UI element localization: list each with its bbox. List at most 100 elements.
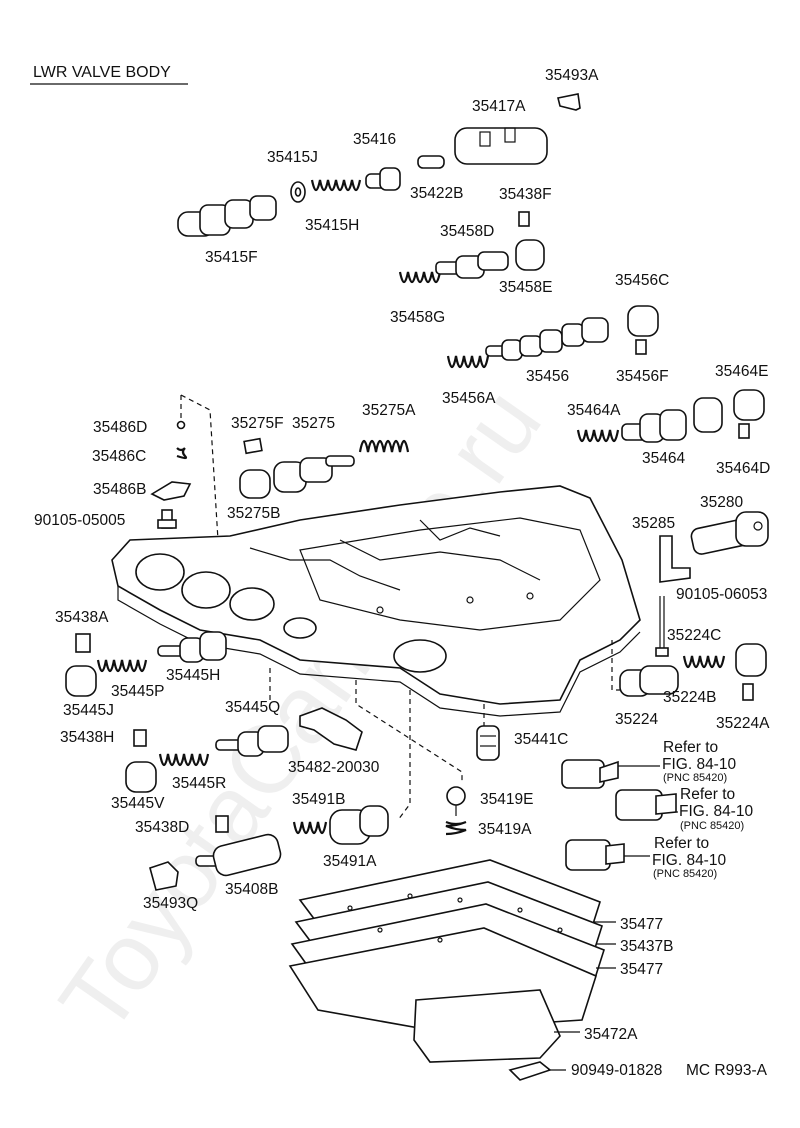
part-label: 35415H [305,217,359,234]
part-label: 35285 [632,515,675,532]
solenoid-ref-3-drawing [565,839,625,871]
reference-refer: Refer to [663,739,718,756]
part-label: 35456 [526,368,569,385]
valve-35458d-drawing [435,251,509,279]
sleeve-35417a-drawing [454,127,548,165]
plate-35482-20030-drawing [299,707,363,751]
filter-35441c-drawing [476,725,500,761]
reference-note-1: Refer to FIG. 84-10 (PNC 85420) [618,739,736,784]
part-label: 35464D [716,460,770,477]
washer-35415j-drawing [290,181,306,203]
reference-fig: FIG. 84-10 [662,756,736,773]
part-label: 35464 [642,450,685,467]
reference-refer: Refer to [680,786,735,803]
valve-35415f-drawing [177,195,277,237]
diagram-title: LWR VALVE BODY [33,64,171,81]
part-label: 35419E [480,791,533,808]
part-label: 35491B [292,791,345,808]
plug-35464e-drawing [733,389,765,421]
part-label: 35408B [225,881,278,898]
part-label: 35445V [111,795,165,812]
part-label: 35464A [567,402,621,419]
part-label: 35472A [584,1026,638,1043]
part-label: 35275B [227,505,280,522]
part-label: 35438A [55,609,109,626]
leader-35486-to-body [180,394,219,541]
part-label: 35280 [700,494,743,511]
part-label: 35441C [514,731,568,748]
part-label: 35419A [478,821,532,838]
spring-35486c-drawing [176,447,188,460]
spring-35224c-drawing [682,655,726,669]
spring-35415h-drawing [310,179,362,192]
spring-35445r-drawing [158,753,210,767]
key-35438a-drawing [75,633,91,653]
spring-35445p-drawing [96,659,148,673]
pin-35422b-drawing [417,155,445,169]
valve-35445h-drawing [157,631,227,663]
part-label: 35417A [472,98,526,115]
part-label: 90949-01828 [571,1062,662,1079]
key-35464d-drawing [738,423,750,439]
part-label: 35493A [545,67,599,84]
plug-35445v-drawing [125,761,157,793]
part-label: 90105-06053 [676,586,767,603]
plug-35416-drawing [365,167,401,191]
part-label: 35438H [60,729,114,746]
part-label: 35224A [716,715,770,732]
valve-35456-drawing [485,317,609,361]
reference-note-3: Refer to FIG. 84-10 (PNC 85420) [624,835,726,880]
part-label: 35437B [620,938,673,955]
sleeve-35408b-drawing [195,833,282,877]
leader-35224-group [611,640,620,691]
bolt-90105-06053-drawing [655,596,669,657]
part-label: 35458G [390,309,445,326]
plug-35224b-drawing [735,643,767,677]
upper-valve-body-drawing [111,485,641,717]
gasket-90949-01828-drawing [508,1061,552,1081]
reference-pnc: (PNC 85420) [663,772,727,784]
clip-35493a-drawing [557,93,581,111]
plug-35275b-drawing [239,469,271,499]
reference-fig: FIG. 84-10 [652,852,726,869]
part-label: 35486B [93,481,146,498]
part-label: 35445R [172,775,226,792]
part-label: 35224B [663,689,716,706]
bolt-90105-05005-drawing [157,509,177,529]
part-label: 35477 [620,961,663,978]
part-label: 90105-05005 [34,512,125,529]
leader-35419-group [355,680,463,784]
key-35275f-drawing [243,437,263,455]
part-label: 35458E [499,279,552,296]
part-label: 35456F [616,368,669,385]
solenoid-35280-drawing [690,511,769,555]
spring-35275a-drawing [358,439,410,453]
key-35224a-drawing [742,683,754,701]
part-label: 35445P [111,683,164,700]
plug-35458e-drawing [515,239,545,271]
key-35438d-drawing [215,815,229,833]
reference-pnc: (PNC 85420) [653,868,717,880]
part-label: 35224C [667,627,721,644]
figure-code: MC R993-A [686,1062,768,1079]
spring-35464a-drawing [576,429,620,443]
valve-35224-drawing [619,665,679,697]
part-label: 35445J [63,702,114,719]
part-label: 35275 [292,415,335,432]
part-label: 35493Q [143,895,198,912]
part-label: 35445H [166,667,220,684]
part-label: 35422B [410,185,463,202]
plug-35445j-drawing [65,665,97,697]
spring-35491b-drawing [292,821,328,835]
plug-35456c-drawing [627,305,659,337]
part-label: 35275A [362,402,416,419]
valve-35445q-drawing [215,725,289,757]
spring-35456a-drawing [446,355,490,369]
part-label: 35416 [353,131,396,148]
part-label: 35486D [93,419,147,436]
part-label: 35415F [205,249,258,266]
solenoid-ref-2-drawing [615,789,677,821]
reference-fig: FIG. 84-10 [679,803,753,820]
part-label: 35482-20030 [288,759,380,776]
